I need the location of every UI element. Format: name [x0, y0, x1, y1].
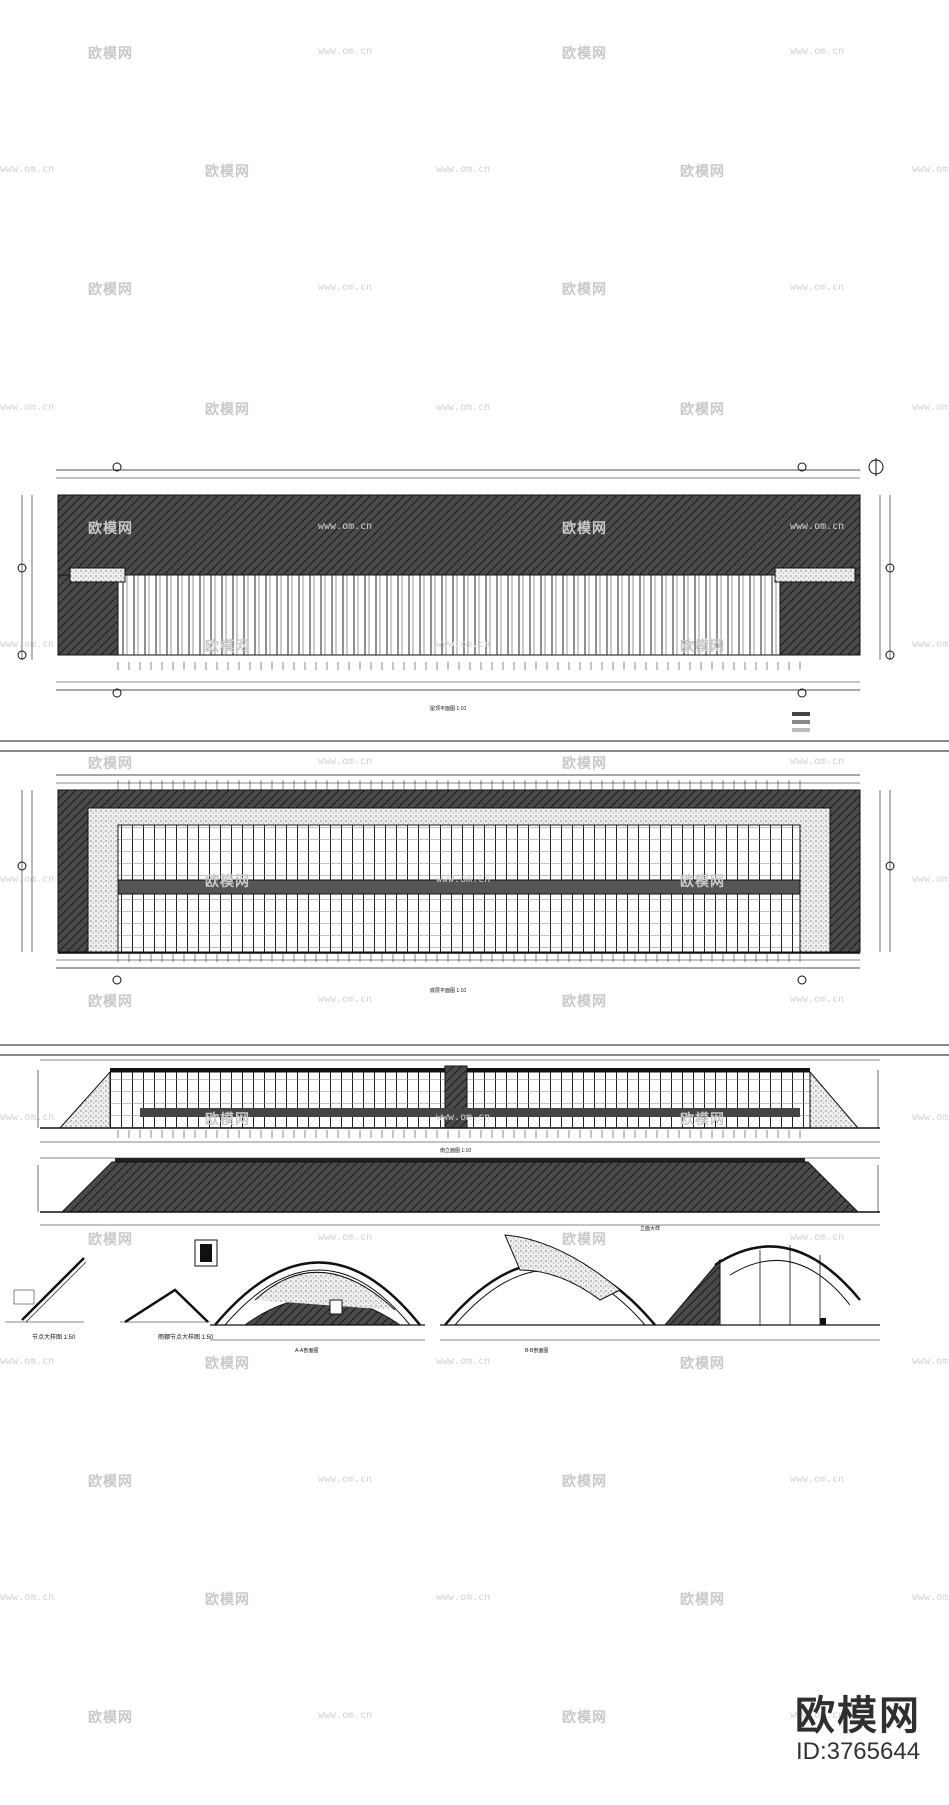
watermark-logo: 欧模网: [88, 1710, 133, 1726]
watermark-url: www.om.cn: [318, 994, 373, 1005]
roof-plan-title: 屋顶平面图 1:10: [430, 706, 466, 712]
watermark-logo: 欧模网: [680, 1356, 725, 1372]
watermark-url: www.om.cn: [318, 1474, 373, 1485]
section-c: [660, 1245, 880, 1341]
section-a: [210, 1261, 425, 1341]
watermark-url: www.om.cn: [436, 1356, 491, 1367]
watermark-url: www.om.cn: [912, 874, 949, 885]
watermark-url: www.om.cn: [912, 164, 949, 175]
watermark-url: www.om.cn: [318, 756, 373, 767]
watermark-url: www.om.cn: [318, 1710, 373, 1721]
watermark-url: www.om.cn: [318, 46, 373, 57]
section-b: [440, 1234, 660, 1341]
section-c-title: 立面大样: [640, 1225, 660, 1232]
watermark-logo: 欧模网: [562, 756, 607, 772]
watermark-url: www.om.cn: [436, 164, 491, 175]
watermark-logo: 欧模网: [205, 874, 250, 890]
watermark-logo: 欧模网: [562, 521, 607, 537]
watermark-logo: 欧模网: [562, 1232, 607, 1248]
watermark-logo: 欧模网: [680, 1112, 725, 1128]
watermark-url: www.om.cn: [436, 639, 491, 650]
detail-1: [5, 1257, 87, 1323]
watermark-url: www.om.cn: [790, 282, 845, 293]
watermark-url: www.om.cn: [0, 1592, 55, 1603]
watermark-logo: 欧模网: [680, 874, 725, 890]
watermark-logo: 欧模网: [88, 994, 133, 1010]
watermark-url: www.om.cn: [0, 1356, 55, 1367]
brand-stamp: 欧模网 ID:3765644: [795, 1694, 921, 1766]
watermark-url: www.om.cn: [436, 402, 491, 413]
watermark-logo: 欧模网: [680, 164, 725, 180]
watermark-url: www.om.cn: [912, 1356, 949, 1367]
watermark-logo: 欧模网: [562, 1710, 607, 1726]
watermark-logo: 欧模网: [88, 756, 133, 772]
watermark-logo: 欧模网: [680, 1592, 725, 1608]
detail-1-title: 节点大样图 1:50: [32, 1333, 76, 1341]
watermark-url: www.om.cn: [790, 1232, 845, 1243]
watermark-logo: 欧模网: [562, 1474, 607, 1490]
watermark-logo: 欧模网: [205, 402, 250, 418]
watermark-url: www.om.cn: [318, 282, 373, 293]
watermark-url: www.om.cn: [0, 402, 55, 413]
section-b-title: B-B剖面图: [525, 1347, 548, 1354]
watermark-logo: 欧模网: [205, 1356, 250, 1372]
watermark-url: www.om.cn: [912, 402, 949, 413]
roof-plan: [17, 458, 895, 732]
watermark-url: www.om.cn: [912, 639, 949, 650]
brand-id: ID:3765644: [795, 1738, 921, 1765]
watermark-url: www.om.cn: [436, 874, 491, 885]
watermark-logo: 欧模网: [205, 1592, 250, 1608]
watermark-logo: 欧模网: [680, 402, 725, 418]
watermark-logo: 欧模网: [562, 282, 607, 298]
watermark-url: www.om.cn: [790, 1474, 845, 1485]
watermark-logo: 欧模网: [205, 639, 250, 655]
watermark-url: www.om.cn: [912, 1592, 949, 1603]
watermark-logo: 欧模网: [562, 994, 607, 1010]
watermark-logo: 欧模网: [88, 1232, 133, 1248]
watermark-url: www.om.cn: [436, 1592, 491, 1603]
watermark-logo: 欧模网: [205, 1112, 250, 1128]
watermark-url: www.om.cn: [790, 46, 845, 57]
floor-plan-title: 底层平面图 1:10: [430, 987, 466, 994]
watermark-logo: 欧模网: [562, 46, 607, 62]
watermark-url: www.om.cn: [436, 1112, 491, 1123]
watermark-url: www.om.cn: [790, 521, 845, 532]
watermark-logo: 欧模网: [88, 521, 133, 537]
watermark-url: www.om.cn: [0, 1112, 55, 1123]
watermark-logo: 欧模网: [680, 639, 725, 655]
watermark-url: www.om.cn: [912, 1112, 949, 1123]
watermark-logo: 欧模网: [88, 46, 133, 62]
elevation-side: [37, 1157, 880, 1226]
detail-2: [120, 1239, 218, 1324]
watermark-url: www.om.cn: [790, 1710, 845, 1721]
watermark-logo: 欧模网: [88, 282, 133, 298]
watermark-logo: 欧模网: [88, 1474, 133, 1490]
elevation-front: [37, 1059, 880, 1143]
watermark-url: www.om.cn: [790, 994, 845, 1005]
brand-logo: 欧模网: [795, 1693, 921, 1739]
watermark-url: www.om.cn: [0, 874, 55, 885]
watermark-logo: 欧模网: [205, 164, 250, 180]
section-a-title: A-A剖面图: [295, 1347, 318, 1354]
elevation-front-title: 南立面图 1:10: [440, 1147, 471, 1154]
watermark-url: www.om.cn: [790, 756, 845, 767]
watermark-url: www.om.cn: [318, 1232, 373, 1243]
floor-plan: [17, 774, 895, 985]
watermark-url: www.om.cn: [0, 164, 55, 175]
watermark-url: www.om.cn: [318, 521, 373, 532]
watermark-url: www.om.cn: [0, 639, 55, 650]
detail-2-title: 雨棚节点大样图 1:50: [158, 1333, 214, 1341]
